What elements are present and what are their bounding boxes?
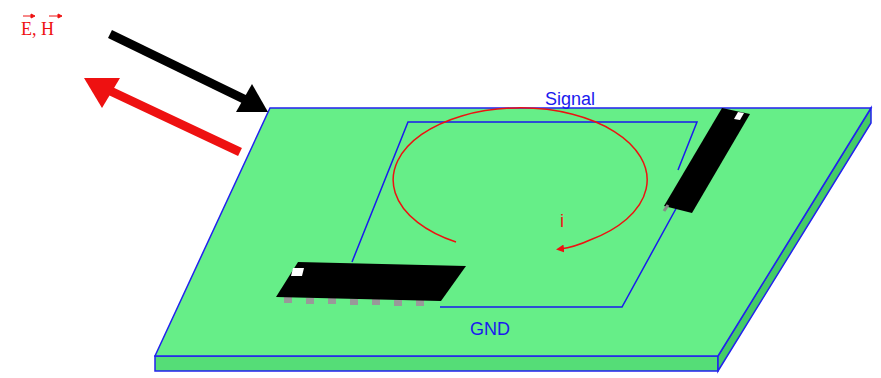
board-front-face	[155, 356, 718, 371]
trace-label: Signal	[545, 90, 595, 108]
current-loop-arrow	[393, 108, 647, 249]
field-label: E, H	[21, 20, 54, 38]
gnd-trace	[440, 205, 678, 307]
trace-label: GND	[470, 320, 510, 338]
current-label: i	[560, 212, 564, 230]
board-top	[155, 108, 871, 356]
radiated-field-arrow	[84, 78, 240, 152]
ic-chip	[664, 108, 750, 213]
ic-chip	[276, 262, 466, 306]
vector-arrow-marks	[23, 14, 62, 18]
